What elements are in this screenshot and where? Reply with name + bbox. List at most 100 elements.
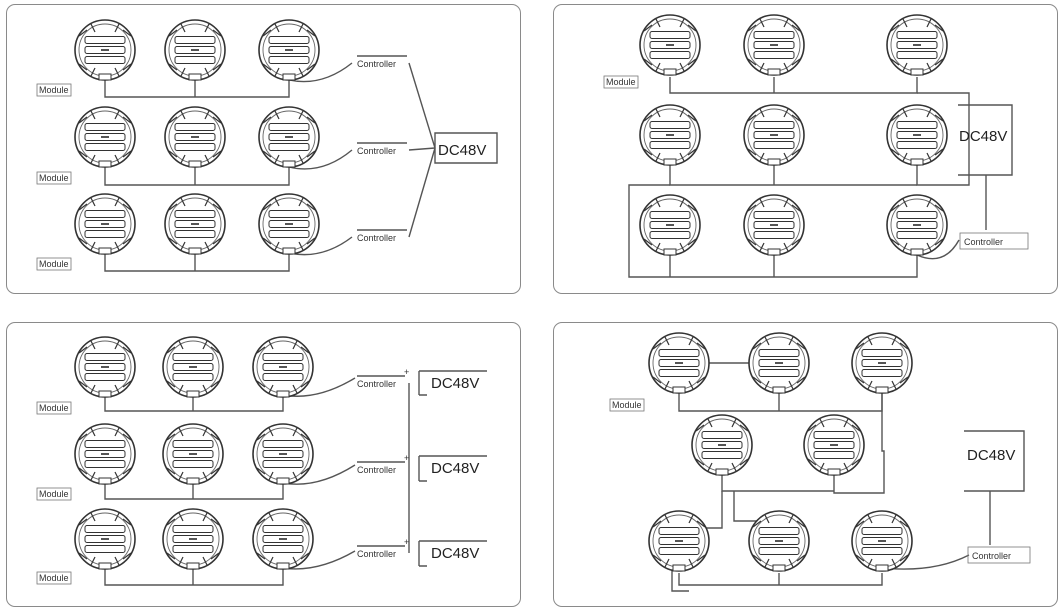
controller-label: Controller bbox=[357, 549, 396, 559]
diagram-panel-3: DC48V DC48V DC48V Controller Controller … bbox=[6, 322, 521, 607]
dc48v-label: DC48V bbox=[438, 142, 486, 159]
controller-label: Controller bbox=[357, 233, 396, 243]
diagram-panel-4: DC48V Controller Module bbox=[553, 322, 1058, 607]
controller-box bbox=[967, 546, 1031, 564]
plus-terminal: + bbox=[404, 453, 409, 463]
round-led-module-icon bbox=[691, 414, 753, 476]
dc48v-box bbox=[418, 370, 487, 396]
round-led-module-icon bbox=[74, 336, 136, 398]
module-bus-line bbox=[104, 483, 284, 500]
controller-label: Controller bbox=[964, 237, 1003, 247]
controller-box bbox=[959, 232, 1029, 250]
controller-cable bbox=[288, 62, 353, 83]
diagram-panel-1: DC48V Controller Controller Controller M… bbox=[6, 4, 521, 294]
round-led-module-icon bbox=[743, 104, 805, 166]
series-link-line bbox=[671, 568, 689, 592]
module-label: Module bbox=[39, 489, 69, 499]
diagram-panel-2: DC48V Controller Module bbox=[553, 4, 1058, 294]
round-led-module-icon bbox=[743, 194, 805, 256]
module-bus-line bbox=[721, 473, 834, 492]
round-led-module-icon bbox=[258, 19, 320, 81]
round-led-module-icon bbox=[164, 193, 226, 255]
module-label-frame bbox=[609, 398, 645, 412]
controller-cable bbox=[916, 239, 960, 260]
wiring-diagram-4: DC48V Controller Module bbox=[609, 332, 1031, 592]
round-led-module-icon bbox=[886, 194, 948, 256]
power-cable bbox=[408, 62, 436, 149]
round-led-module-icon bbox=[162, 508, 224, 570]
round-led-module-icon bbox=[648, 332, 710, 394]
series-link-line bbox=[916, 92, 970, 186]
round-led-module-icon bbox=[748, 510, 810, 572]
dc48v-box bbox=[418, 540, 487, 567]
controller-label: Controller bbox=[972, 551, 1011, 561]
round-led-module-icon bbox=[252, 508, 314, 570]
dc48v-label: DC48V bbox=[967, 447, 1015, 464]
round-led-module-icon bbox=[886, 104, 948, 166]
round-led-module-icon bbox=[639, 194, 701, 256]
controller-label: Controller bbox=[357, 59, 396, 69]
round-led-module-icon bbox=[258, 106, 320, 168]
dc48v-label: DC48V bbox=[431, 460, 479, 477]
round-led-module-icon bbox=[252, 336, 314, 398]
module-label: Module bbox=[606, 77, 636, 87]
dc48v-box bbox=[958, 104, 1013, 176]
round-led-module-icon bbox=[743, 14, 805, 76]
module-bus-line bbox=[104, 167, 290, 186]
module-label-frame bbox=[36, 83, 72, 97]
series-link-line bbox=[628, 184, 918, 278]
controller-label: Controller bbox=[357, 146, 396, 156]
module-label: Module bbox=[39, 259, 69, 269]
round-led-module-icon bbox=[74, 19, 136, 81]
module-label: Module bbox=[39, 85, 69, 95]
module-label: Module bbox=[39, 173, 69, 183]
module-label: Module bbox=[39, 403, 69, 413]
round-led-module-icon bbox=[803, 414, 865, 476]
round-led-module-icon bbox=[252, 423, 314, 485]
round-led-module-icon bbox=[886, 14, 948, 76]
round-led-module-icon bbox=[851, 510, 913, 572]
wiring-diagram-2: DC48V Controller Module bbox=[603, 14, 1029, 278]
module-label-frame bbox=[36, 401, 72, 415]
dc48v-label: DC48V bbox=[959, 128, 1007, 145]
plus-terminal: + bbox=[404, 367, 409, 377]
controller-cable bbox=[288, 149, 353, 170]
dc48v-label: DC48V bbox=[431, 375, 479, 392]
controller-label: Controller bbox=[357, 465, 396, 475]
module-bus-line bbox=[104, 253, 290, 272]
module-label-frame bbox=[36, 571, 72, 585]
module-bus-line bbox=[669, 77, 918, 94]
dc48v-box bbox=[434, 132, 498, 164]
round-led-module-icon bbox=[851, 332, 913, 394]
module-bus-line bbox=[104, 80, 290, 98]
power-cable bbox=[408, 147, 436, 151]
module-bus-line bbox=[678, 573, 883, 586]
module-label-frame bbox=[36, 257, 72, 271]
dc48v-box bbox=[964, 430, 1025, 492]
power-cable bbox=[408, 147, 436, 238]
round-led-module-icon bbox=[162, 336, 224, 398]
module-label: Module bbox=[39, 573, 69, 583]
plus-terminal: + bbox=[404, 537, 409, 547]
round-led-module-icon bbox=[748, 332, 810, 394]
module-label-frame bbox=[36, 171, 72, 185]
round-led-module-icon bbox=[162, 423, 224, 485]
round-led-module-icon bbox=[74, 508, 136, 570]
round-led-module-icon bbox=[74, 193, 136, 255]
module-label-frame bbox=[36, 487, 72, 501]
round-led-module-icon bbox=[648, 510, 710, 572]
controller-label: Controller bbox=[357, 379, 396, 389]
round-led-module-icon bbox=[639, 104, 701, 166]
round-led-module-icon bbox=[258, 193, 320, 255]
round-led-module-icon bbox=[164, 19, 226, 81]
module-bus-line bbox=[669, 165, 917, 186]
round-led-module-icon bbox=[74, 106, 136, 168]
module-bus-line bbox=[104, 395, 284, 412]
module-bus-line bbox=[104, 568, 284, 586]
round-led-module-icon bbox=[164, 106, 226, 168]
series-link-line bbox=[833, 393, 885, 494]
module-bus-line bbox=[678, 393, 883, 412]
wiring-diagram-1: DC48V Controller Controller Controller M… bbox=[36, 19, 498, 272]
round-led-module-icon bbox=[639, 14, 701, 76]
module-label: Module bbox=[612, 400, 642, 410]
